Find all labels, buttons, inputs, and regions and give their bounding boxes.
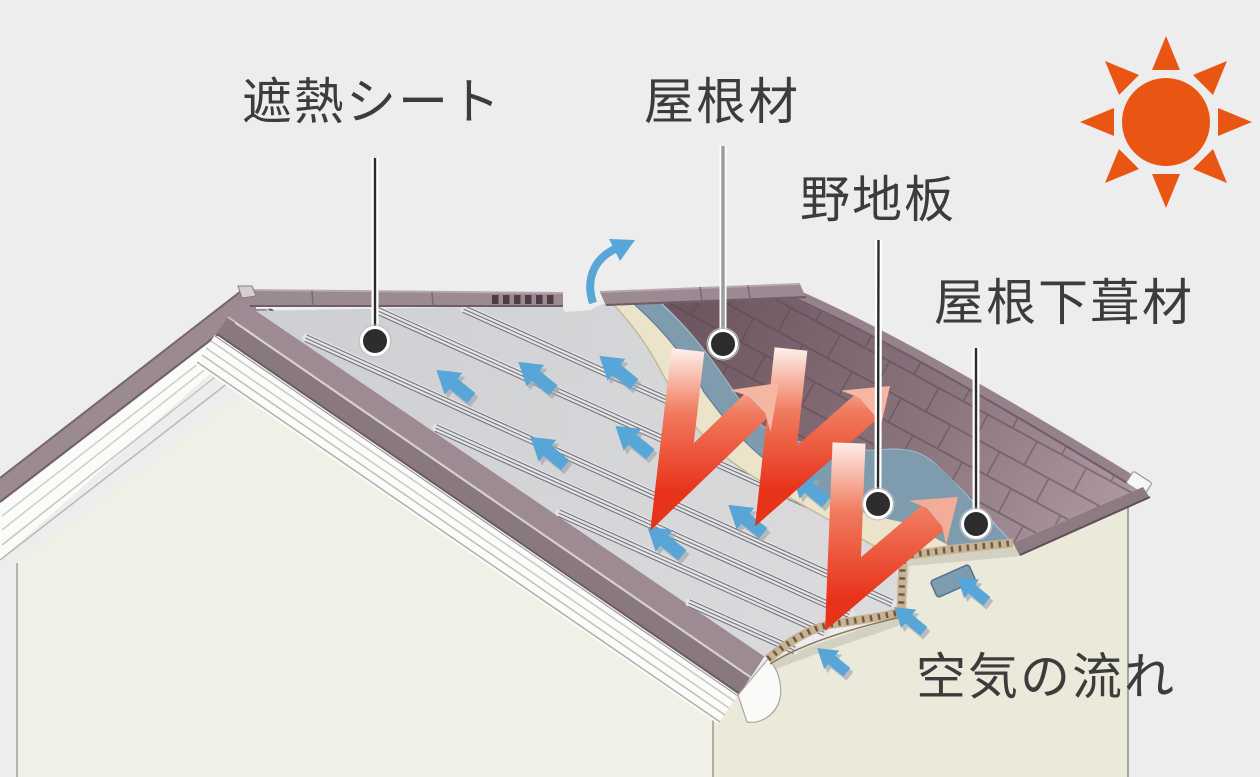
sun-icon bbox=[1080, 36, 1252, 208]
eave-corner-fascia bbox=[737, 658, 782, 723]
label-sheathing-board: 野地板 bbox=[800, 172, 956, 228]
ridge-cap-right bbox=[600, 284, 806, 306]
label-roofing-material: 屋根材 bbox=[644, 74, 800, 130]
label-air-flow: 空気の流れ bbox=[916, 649, 1176, 705]
air-exit-arrow-icon bbox=[586, 239, 635, 305]
leader-dots bbox=[358, 324, 993, 541]
roof-front-rake-edge bbox=[195, 290, 782, 724]
ridge-cap bbox=[237, 285, 564, 307]
verge-end-cap bbox=[1126, 471, 1152, 495]
ridge-trim bbox=[781, 284, 1146, 492]
ridge-cap-end-face bbox=[237, 285, 257, 299]
label-heat-shield-sheet: 遮熱シート bbox=[242, 74, 502, 130]
heat-ray-arrow-icon bbox=[825, 442, 958, 631]
heat-ray-arrow-icon bbox=[650, 348, 779, 531]
eave-vent-piece bbox=[930, 564, 976, 598]
label-roof-underlayment: 屋根下葺材 bbox=[934, 275, 1194, 331]
leader-lines bbox=[358, 146, 993, 541]
ridge-vent-battens bbox=[492, 295, 554, 304]
